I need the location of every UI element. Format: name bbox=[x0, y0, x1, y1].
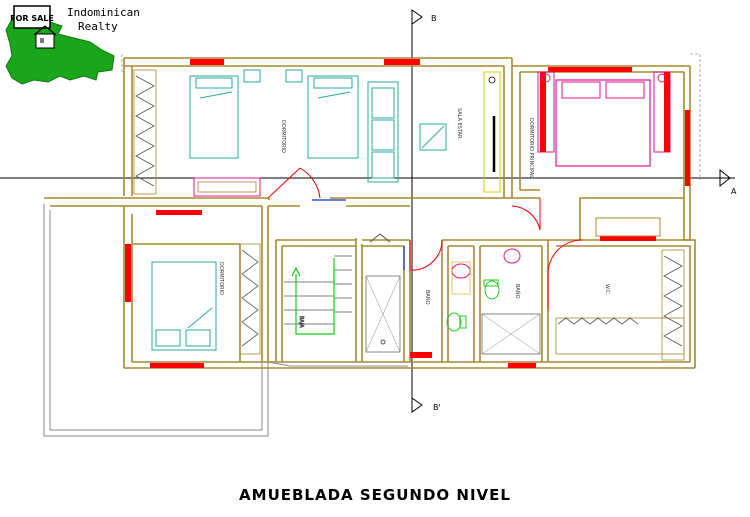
staircase: BAJA bbox=[284, 255, 352, 335]
axis-b-bottom-label: B' bbox=[433, 403, 441, 412]
walk-in-closet: W.C. bbox=[604, 284, 610, 295]
toilet-icon bbox=[484, 280, 500, 300]
door-swings-blue bbox=[312, 199, 405, 270]
window bbox=[508, 363, 536, 368]
room-label-dormitorio-principal: DORMITORIO PRINCIPAL bbox=[528, 118, 534, 178]
nightstand bbox=[285, 69, 303, 83]
walls bbox=[44, 57, 696, 369]
toilet-icon bbox=[446, 312, 462, 332]
closet-right bbox=[555, 249, 685, 361]
axis-b-top-arrow bbox=[411, 9, 423, 25]
axis-b-bottom-arrow bbox=[411, 397, 423, 413]
stairs-label: BAJA bbox=[298, 316, 304, 328]
company-name-line2: Realty bbox=[78, 20, 118, 33]
shower-head bbox=[369, 233, 391, 243]
coffee-table bbox=[419, 123, 447, 151]
window bbox=[150, 363, 204, 368]
shower bbox=[481, 313, 541, 355]
window bbox=[156, 210, 202, 215]
window bbox=[410, 352, 432, 358]
window bbox=[685, 110, 690, 186]
closet-bedroom2 bbox=[239, 243, 261, 355]
window bbox=[600, 236, 656, 241]
room-label-dormitorio-2: DORMITORIO bbox=[218, 262, 224, 295]
roof-outline bbox=[121, 53, 701, 180]
axis-a-label: A bbox=[731, 187, 737, 196]
windows bbox=[125, 59, 690, 368]
bathroom-1: BAÑO bbox=[365, 233, 471, 353]
master-bedroom: DORMITORIO PRINCIPAL bbox=[528, 71, 671, 237]
company-name-line1: Indominican bbox=[67, 6, 140, 19]
window bbox=[384, 59, 420, 65]
sink-icon bbox=[503, 248, 521, 264]
for-sale-text: FOR SALE bbox=[10, 14, 54, 23]
room-label-sala-estar: SALA ESTAR bbox=[456, 108, 462, 139]
bed bbox=[307, 75, 359, 159]
room-label-walk-in: W.C. bbox=[604, 284, 610, 295]
window bbox=[125, 244, 131, 302]
bedroom-1: DORMITORIO bbox=[189, 69, 359, 197]
bedroom-2: DORMITORIO bbox=[151, 261, 224, 351]
room-label-bano-1: BAÑO bbox=[424, 290, 431, 305]
master-bed bbox=[555, 79, 651, 167]
axis-a-arrow bbox=[719, 168, 731, 188]
balcony bbox=[43, 204, 408, 437]
logo: FOR SALE bbox=[5, 5, 115, 85]
desk bbox=[193, 177, 261, 197]
tv-stand bbox=[483, 71, 501, 193]
window bbox=[190, 59, 224, 65]
plan-caption: AMUEBLADA SEGUNDO NIVEL bbox=[239, 486, 511, 504]
bed bbox=[151, 261, 217, 351]
bathroom-2: BAÑO bbox=[481, 248, 541, 355]
sink-icon bbox=[451, 263, 471, 279]
shower bbox=[365, 275, 401, 353]
room-label-dormitorio-1: DORMITORIO bbox=[280, 120, 286, 153]
bed bbox=[189, 75, 239, 159]
living-room: SALA ESTAR bbox=[367, 71, 501, 193]
doors bbox=[267, 167, 583, 310]
sofa bbox=[367, 81, 399, 183]
axis-b-top-label: B bbox=[431, 14, 437, 23]
window bbox=[548, 67, 632, 72]
room-label-bano-2: BAÑO bbox=[514, 284, 521, 299]
closet-left bbox=[133, 69, 157, 195]
for-sale-sign-icon bbox=[13, 5, 51, 29]
nightstand bbox=[243, 69, 261, 83]
house-icon bbox=[35, 33, 55, 49]
